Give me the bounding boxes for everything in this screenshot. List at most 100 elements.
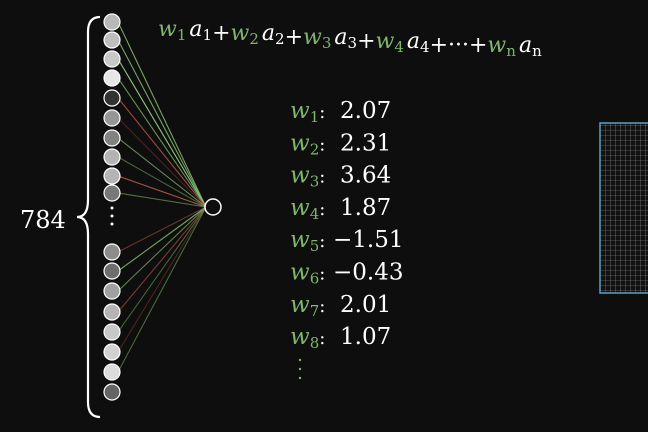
connection-line [117, 39, 207, 208]
input-neuron [103, 262, 121, 280]
weight-row: w6: −0.43 [290, 260, 403, 288]
weight-row: w1:2.07 [290, 98, 391, 126]
weight-row: w8:1.07 [290, 324, 391, 352]
formula-weight-sub: 3 [322, 34, 332, 52]
formula-plus: + [285, 25, 303, 50]
connection-line [117, 206, 207, 353]
connection-line [117, 156, 207, 208]
weight-colon: : [319, 231, 325, 252]
weight-value: 2.07 [340, 98, 391, 124]
formula-activation: a [334, 25, 347, 50]
formula-weight: w [231, 21, 250, 46]
weights-list: w1:2.07w2:2.31w3:3.64w4:1.87w5:−1.51w6:−… [290, 98, 403, 352]
weight-name: w [290, 195, 310, 221]
connection-line [117, 21, 207, 208]
input-neuron [103, 13, 121, 31]
weights-ellipsis [298, 358, 302, 380]
connection-line [117, 137, 207, 208]
formula-activation-sub: n [532, 42, 542, 60]
connection-line [117, 206, 207, 272]
input-neuron [103, 343, 121, 361]
input-neuron [103, 167, 121, 185]
input-neuron [103, 69, 121, 87]
weight-value: 1.07 [340, 324, 391, 350]
formula-weight: w [158, 17, 177, 42]
formula-activation: a [519, 33, 532, 58]
weight-name: w [290, 98, 310, 124]
connection-line [117, 206, 207, 292]
weight-colon: : [319, 264, 325, 285]
weight-row: w5:−1.51 [290, 227, 403, 255]
output-neuron [204, 198, 222, 216]
connection-line [117, 58, 207, 208]
formula-weight-sub: n [506, 42, 516, 60]
connection-line [117, 117, 207, 208]
formula-plus: + [212, 21, 230, 46]
input-neuron [103, 148, 121, 166]
formula-weight-sub: 4 [394, 38, 404, 56]
input-neuron [103, 303, 121, 321]
formula-activation-sub: 3 [348, 34, 358, 52]
formula-activation: a [407, 29, 420, 54]
weight-name: w [290, 163, 310, 189]
weight-name: w [290, 292, 310, 318]
weight-value: −1.51 [333, 227, 403, 253]
weight-subscript: 4 [310, 205, 320, 223]
weight-subscript: 8 [310, 334, 320, 352]
connection-line [117, 206, 207, 333]
weight-colon: : [319, 167, 325, 188]
connection-line [117, 192, 207, 208]
formula-activation-sub: 2 [275, 30, 285, 48]
neuron-ellipsis [110, 206, 114, 226]
weight-name: w [290, 260, 310, 286]
input-neuron [103, 243, 121, 261]
weight-subscript: 7 [310, 302, 320, 320]
weight-value: 3.64 [340, 163, 391, 189]
weight-row: w7:2.01 [290, 292, 391, 320]
formula-weight-sub: 1 [177, 26, 187, 44]
weight-row: w4:1.87 [290, 195, 391, 223]
connection-line [117, 206, 207, 373]
weight-value: 2.31 [340, 130, 391, 156]
weight-subscript: 3 [310, 173, 320, 191]
weight-colon: : [319, 134, 325, 155]
weight-name: w [290, 130, 310, 156]
weight-subscript: 1 [310, 108, 320, 126]
weight-value: 2.01 [340, 292, 391, 318]
connection-line [117, 206, 207, 313]
formula-activation-sub: 1 [203, 26, 213, 44]
formula-activation: a [189, 17, 202, 42]
formula-plus: + [357, 29, 375, 54]
weight-colon: : [319, 102, 325, 123]
weight-colon: : [319, 328, 325, 349]
formula-plus: + [430, 33, 448, 58]
input-neuron [103, 50, 121, 68]
connection-lines [117, 21, 207, 373]
weight-colon: : [319, 199, 325, 220]
weight-row: w3:3.64 [290, 163, 391, 191]
input-neuron [103, 363, 121, 381]
neuron-count-label: 784 [20, 206, 66, 234]
weight-name: w [290, 227, 310, 253]
formula-weight: w [303, 25, 322, 50]
input-neuron [103, 282, 121, 300]
weight-subscript: 6 [310, 270, 320, 288]
pixel-grid [599, 122, 648, 294]
weight-subscript: 2 [310, 140, 320, 158]
left-brace [76, 15, 101, 419]
weight-row: w2:2.31 [290, 130, 391, 158]
weight-value: −0.43 [333, 260, 403, 286]
connection-line [117, 77, 207, 208]
input-neuron [103, 31, 121, 49]
connection-line [117, 175, 207, 208]
input-neuron [103, 129, 121, 147]
formula-ellipsis: ··· [448, 33, 469, 58]
formula-weight: w [376, 29, 395, 54]
weight-colon: : [319, 296, 325, 317]
connection-line [117, 97, 207, 208]
weight-name: w [290, 324, 310, 350]
formula-weight: w [487, 33, 506, 58]
